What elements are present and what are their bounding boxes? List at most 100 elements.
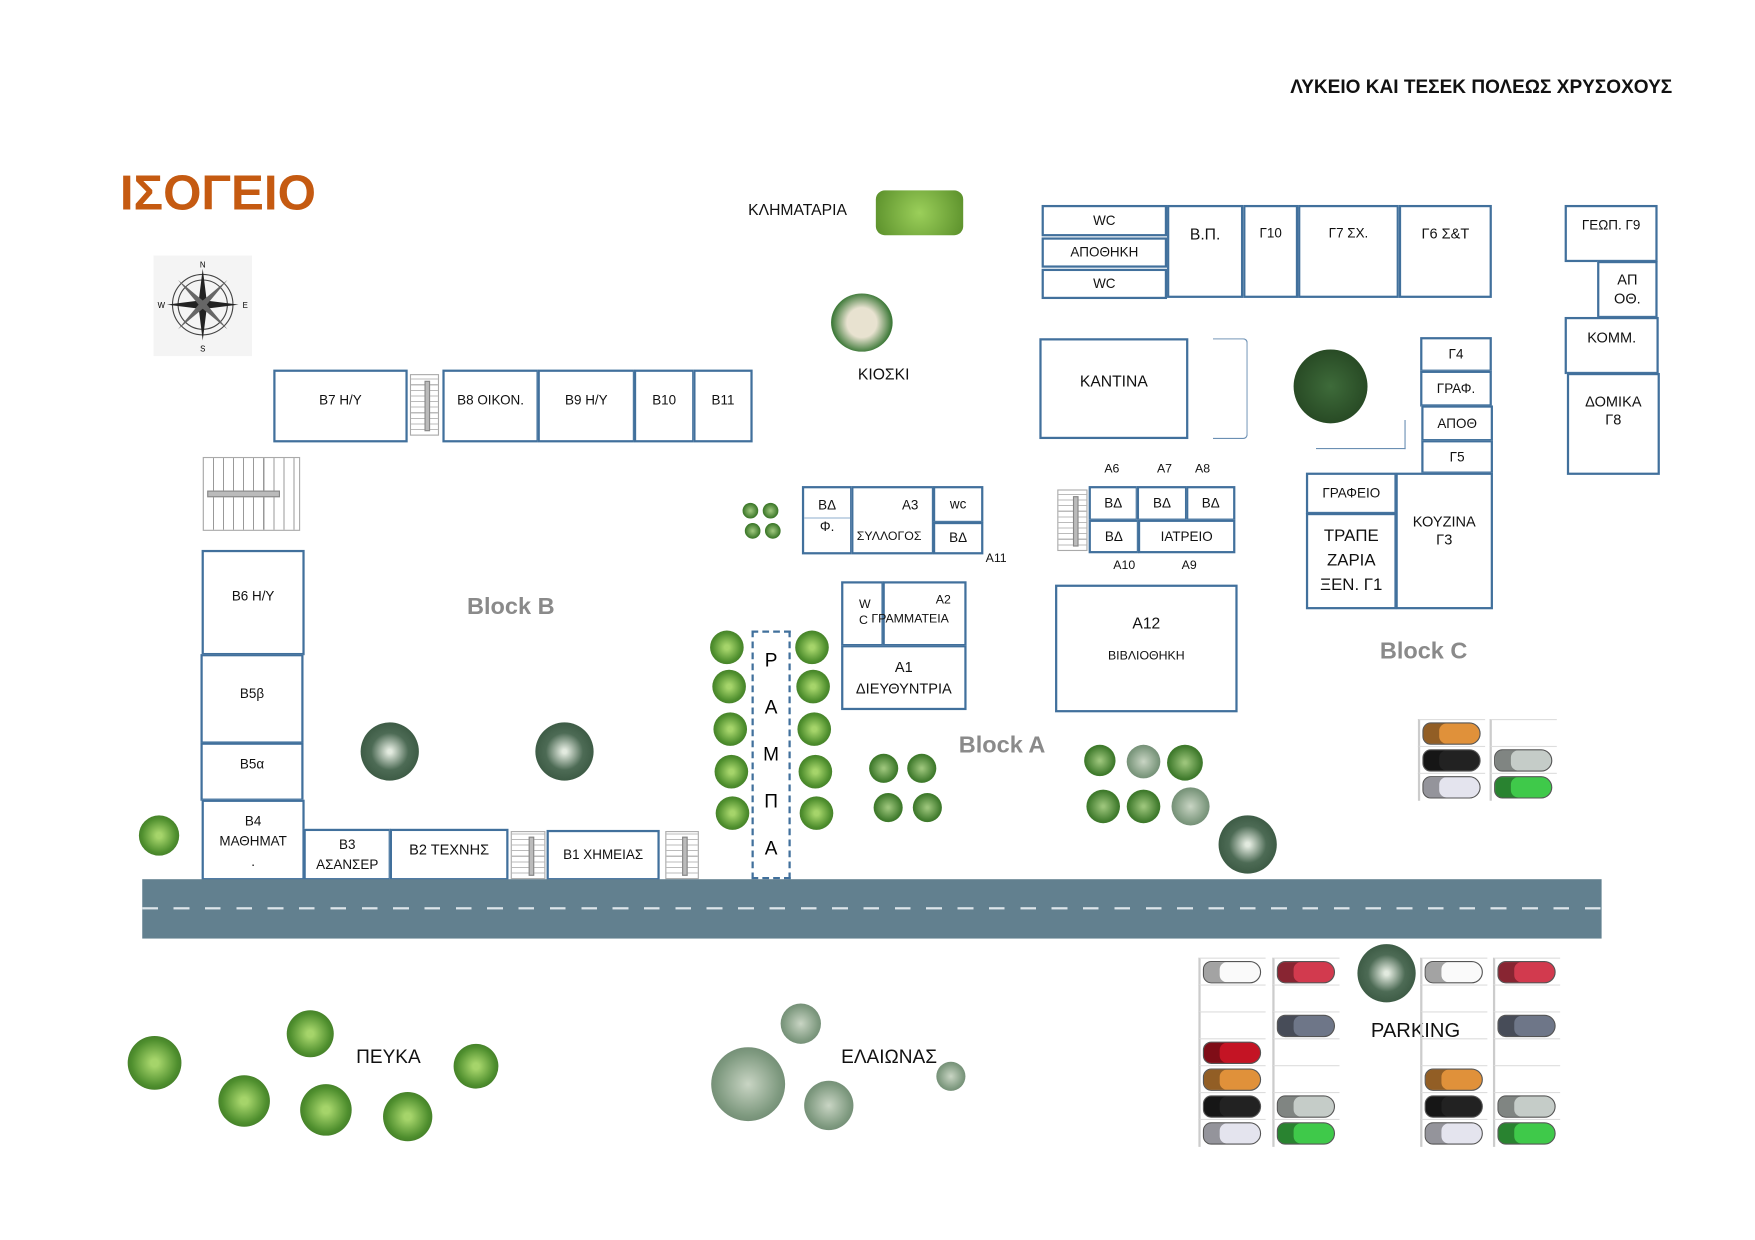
room-wc-2[interactable]: WC bbox=[1041, 268, 1168, 300]
room-a1-number: Α1 bbox=[894, 658, 913, 675]
room-vp[interactable]: Β.Π. bbox=[1167, 204, 1244, 298]
compass-n: N bbox=[200, 261, 206, 270]
ramp-letter: Μ bbox=[763, 743, 780, 765]
parking-space bbox=[1492, 1065, 1561, 1094]
tree-icon bbox=[1218, 815, 1277, 874]
room-a11-wc[interactable]: wc bbox=[932, 486, 984, 524]
compass-e: E bbox=[243, 301, 248, 310]
room-g5[interactable]: Γ5 bbox=[1421, 440, 1493, 474]
stairs-icon bbox=[665, 831, 699, 880]
block-a-label: Block A bbox=[958, 732, 1046, 759]
room-b5b[interactable]: Β5β bbox=[200, 654, 304, 744]
parking-space bbox=[1489, 772, 1557, 801]
parking-space bbox=[1417, 719, 1486, 748]
tree-icon bbox=[714, 754, 749, 789]
parking-space bbox=[1492, 984, 1561, 1013]
tree-icon bbox=[712, 669, 746, 704]
room-a6[interactable]: ΒΔ bbox=[1088, 486, 1138, 521]
room-b6[interactable]: Β6 Η/Υ bbox=[201, 549, 305, 656]
tree-icon bbox=[138, 815, 180, 856]
room-a8[interactable]: ΒΔ bbox=[1186, 486, 1236, 521]
room-a7[interactable]: ΒΔ bbox=[1136, 486, 1188, 521]
parking-space bbox=[1492, 1011, 1561, 1040]
parking-space bbox=[1272, 957, 1340, 986]
room-a11-bd[interactable]: ΒΔ bbox=[932, 521, 984, 555]
ramp-letter: Α bbox=[764, 696, 778, 718]
car-icon bbox=[1497, 1122, 1556, 1145]
room-b9[interactable]: Β9 Η/Υ bbox=[537, 369, 636, 443]
room-b10[interactable]: Β10 bbox=[633, 369, 695, 443]
car-icon bbox=[1422, 749, 1481, 772]
label-a6: Α6 bbox=[1104, 462, 1120, 476]
room-graf[interactable]: ΓΡΑΦ. bbox=[1420, 370, 1492, 407]
room-wc-1[interactable]: WC bbox=[1041, 204, 1168, 237]
room-g7[interactable]: Γ7 ΣΧ. bbox=[1298, 204, 1399, 298]
room-b1[interactable]: Β1 ΧΗΜΕΙΑΣ bbox=[546, 829, 660, 881]
room-b4-line2: ΜΑΘΗΜΑΤ bbox=[219, 833, 287, 849]
room-g8-line2: Γ8 bbox=[1605, 411, 1622, 429]
label-a8: Α8 bbox=[1195, 462, 1211, 476]
kantina-canopy bbox=[1212, 338, 1248, 440]
parking-space bbox=[1420, 1118, 1488, 1147]
room-a1-name: ΔΙΕΥΘΥΝΤΡΙΑ bbox=[855, 679, 952, 697]
room-ap-oth-line2: ΟΘ. bbox=[1614, 289, 1641, 307]
room-komm[interactable]: ΚΟΜΜ. bbox=[1564, 316, 1659, 375]
main-staircase-icon bbox=[202, 456, 301, 531]
ramp-letter: Ρ bbox=[764, 649, 778, 671]
kiosk-label: ΚΙΟΣΚΙ bbox=[857, 365, 910, 384]
room-grafeio[interactable]: ΓΡΑΦΕΙΟ bbox=[1305, 472, 1397, 515]
tree-icon bbox=[711, 1047, 786, 1122]
parking-space bbox=[1489, 719, 1557, 748]
room-g1-line1: ΤΡΑΠΕ bbox=[1323, 526, 1379, 546]
tree-icon bbox=[936, 1061, 966, 1091]
car-icon bbox=[1494, 776, 1553, 799]
car-icon bbox=[1202, 960, 1262, 984]
room-ap-oth-line1: ΑΠ bbox=[1617, 271, 1638, 289]
room-b5a[interactable]: Β5α bbox=[200, 742, 304, 801]
room-g6[interactable]: Γ6 Σ&Τ bbox=[1398, 204, 1492, 298]
tree-icon bbox=[713, 712, 748, 746]
room-a9-iatreio[interactable]: ΙΑΤΡΕΙΟ bbox=[1137, 519, 1236, 554]
parking-space bbox=[1272, 1092, 1340, 1120]
room-g3-line2: Γ3 bbox=[1436, 531, 1453, 548]
room-b11[interactable]: Β11 bbox=[693, 369, 753, 443]
room-kantina[interactable]: ΚΑΝΤΙΝΑ bbox=[1039, 338, 1189, 440]
room-g4[interactable]: Γ4 bbox=[1420, 337, 1492, 372]
label-a11: Α11 bbox=[985, 552, 1007, 566]
parking-label: PARKING bbox=[1370, 1019, 1461, 1042]
tree-icon bbox=[873, 792, 903, 823]
room-storage[interactable]: ΑΠΟΘΗΚΗ bbox=[1041, 237, 1168, 268]
car-icon bbox=[1424, 960, 1483, 984]
room-b8[interactable]: Β8 ΟΙΚΟΝ. bbox=[442, 369, 539, 443]
car-icon bbox=[1276, 1122, 1336, 1145]
room-apoth[interactable]: ΑΠΟΘ bbox=[1421, 405, 1493, 442]
room-g10[interactable]: Γ10 bbox=[1243, 204, 1299, 298]
room-b2[interactable]: Β2 ΤΕΧΝΗΣ bbox=[389, 828, 509, 881]
pergola-label: ΚΛΗΜΑΤΑΡΙΑ bbox=[748, 200, 847, 219]
room-b7[interactable]: Β7 Η/Υ bbox=[273, 369, 408, 443]
car-icon bbox=[1424, 1122, 1483, 1145]
tree-icon bbox=[799, 796, 834, 830]
parking-space bbox=[1272, 984, 1340, 1013]
block-c-label: Block C bbox=[1379, 638, 1468, 665]
room-b4-line1: Β4 bbox=[244, 813, 262, 829]
parking-space bbox=[1420, 984, 1488, 1013]
room-a10[interactable]: ΒΔ bbox=[1088, 519, 1140, 554]
tree-icon bbox=[218, 1075, 270, 1127]
room-g9[interactable]: ΓΕΩΠ. Γ9 bbox=[1564, 204, 1658, 263]
tree-icon bbox=[710, 630, 744, 665]
parking-space bbox=[1198, 1092, 1266, 1120]
